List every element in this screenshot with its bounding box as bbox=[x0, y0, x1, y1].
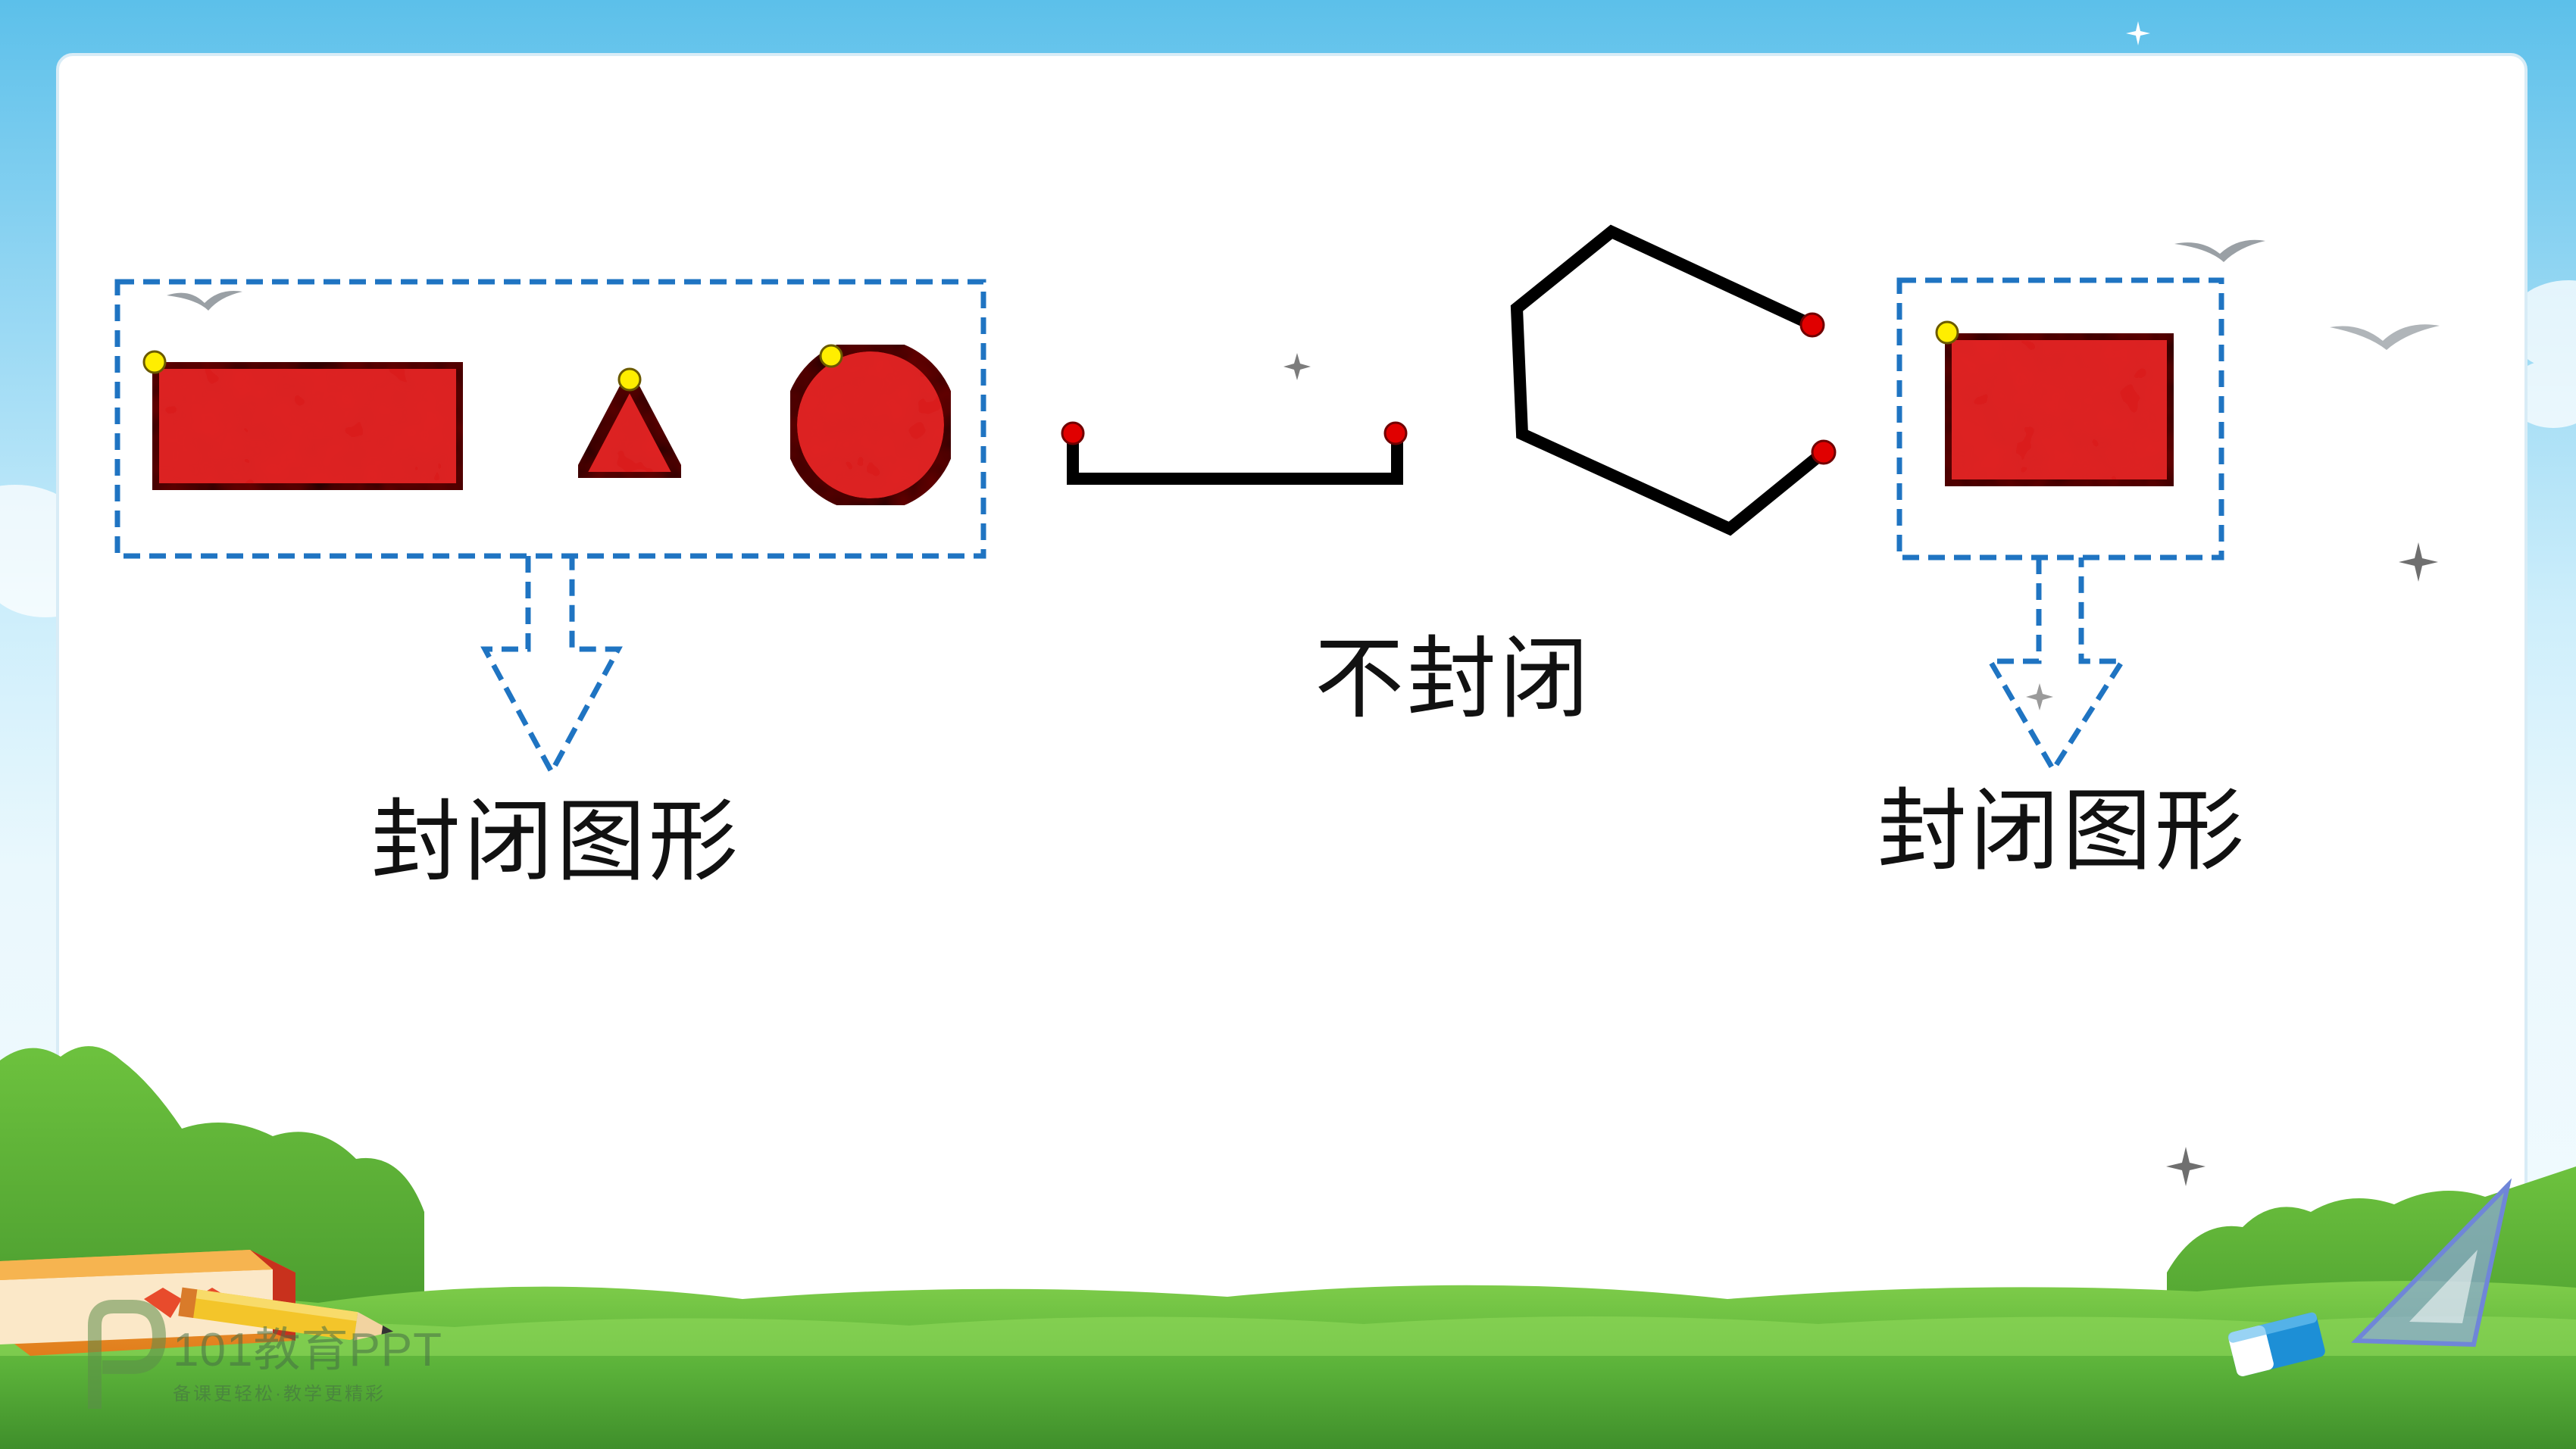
closed-shape-label: 封闭图形 bbox=[371, 789, 742, 894]
end-point-dot bbox=[1383, 421, 1408, 445]
down-arrow-dashed bbox=[480, 556, 623, 778]
closed-rectangle-shape bbox=[145, 355, 470, 497]
slide-card bbox=[56, 53, 2528, 1449]
watermark-tagline: 备课更轻松·教学更精彩 bbox=[173, 1384, 386, 1404]
start-point-dot bbox=[617, 367, 642, 392]
closed-rectangle-shape bbox=[1938, 326, 2181, 493]
open-polygon-shape bbox=[1510, 224, 1828, 536]
set-square-icon bbox=[2351, 1178, 2512, 1348]
end-point-dot bbox=[1061, 421, 1085, 445]
end-point-dot bbox=[1799, 312, 1825, 338]
start-point-dot bbox=[1935, 320, 1959, 345]
sparkle-icon bbox=[1283, 353, 1311, 380]
eraser-icon bbox=[2227, 1312, 2325, 1376]
closed-triangle-shape bbox=[567, 367, 692, 484]
not-closed-label: 不封闭 bbox=[1315, 626, 1593, 731]
start-point-dot bbox=[142, 350, 167, 374]
watermark: 101教育PPT 备课更轻松·教学更精彩 bbox=[173, 1327, 442, 1405]
pencil-icon bbox=[178, 1287, 394, 1341]
start-point-dot bbox=[819, 344, 843, 368]
closed-shape-dashed-frame bbox=[1896, 277, 2224, 561]
sparkle-icon bbox=[2026, 683, 2053, 710]
bird-icon bbox=[167, 291, 242, 311]
sparkle-icon bbox=[2399, 542, 2438, 582]
bird-icon bbox=[2174, 239, 2265, 262]
closed-circle-shape bbox=[783, 338, 958, 512]
down-arrow-dashed bbox=[1985, 557, 2127, 775]
sparkle-icon bbox=[2166, 1147, 2206, 1186]
closed-shapes-dashed-frame bbox=[114, 279, 986, 559]
grass-ground bbox=[0, 1046, 2576, 1449]
logo-icon bbox=[88, 1300, 167, 1409]
watermark-name: 101教育PPT bbox=[173, 1324, 443, 1376]
closed-shape-label: 封闭图形 bbox=[1877, 779, 2248, 883]
end-point-dot bbox=[1811, 439, 1837, 465]
open-bracket-shape bbox=[1067, 433, 1403, 485]
bird-icon bbox=[2330, 324, 2440, 350]
sparkle-icon bbox=[2126, 21, 2150, 45]
